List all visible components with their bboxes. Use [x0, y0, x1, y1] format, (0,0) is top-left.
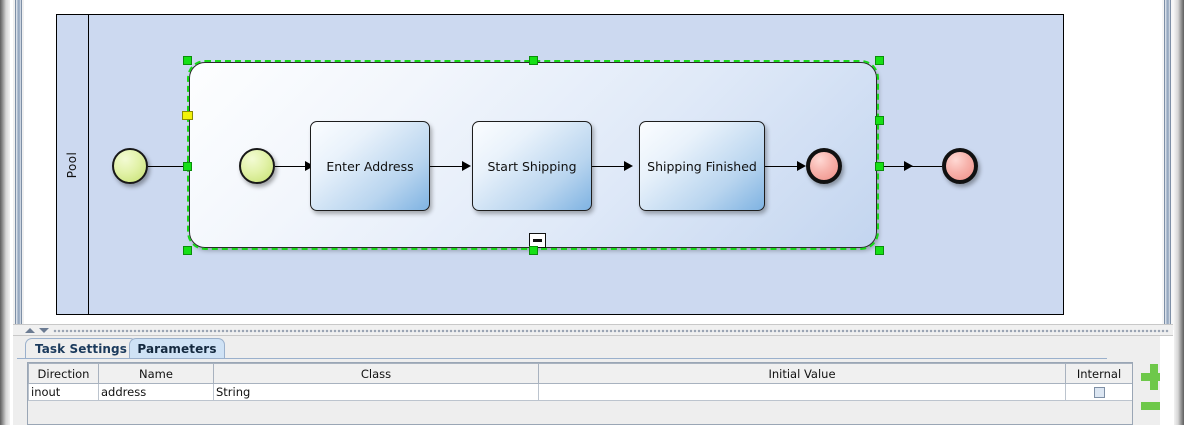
tab-task-settings[interactable]: Task Settings — [25, 338, 137, 359]
resize-handle-sw[interactable] — [183, 246, 192, 255]
column-header-initial-value[interactable]: Initial Value — [538, 363, 1066, 384]
cell-class[interactable]: String — [213, 383, 539, 401]
collapse-down-icon[interactable] — [39, 328, 49, 333]
sequence-flow-start-to-subprocess[interactable] — [148, 166, 196, 167]
tab-parameters[interactable]: Parameters — [129, 338, 225, 359]
splitter-grip[interactable] — [53, 329, 1169, 333]
sequence-flow-1[interactable] — [275, 166, 311, 167]
task-shipping-finished[interactable]: Shipping Finished — [639, 121, 765, 211]
task-label: Shipping Finished — [647, 158, 757, 174]
properties-panel: Task Settings Parameters Direction Name … — [13, 336, 1173, 425]
panel-right-gutter — [1160, 336, 1173, 425]
start-event-inner[interactable] — [239, 148, 275, 184]
window-left-bevel — [0, 0, 10, 425]
task-label: Start Shipping — [487, 158, 577, 174]
arrowhead-icon — [462, 161, 471, 171]
table-header-row: Direction Name Class Initial Value Inter… — [28, 363, 1132, 384]
collapse-subprocess-icon[interactable] — [529, 233, 546, 248]
column-header-internal[interactable]: Internal — [1065, 363, 1132, 384]
task-label: Enter Address — [326, 158, 414, 174]
resize-handle-nw[interactable] — [183, 56, 192, 65]
tab-label: Task Settings — [35, 342, 127, 356]
resize-handle-s[interactable] — [529, 246, 538, 255]
properties-tabstrip: Task Settings Parameters — [17, 338, 1107, 359]
end-event-inner[interactable] — [806, 148, 842, 184]
resize-handle-e[interactable] — [875, 162, 884, 171]
pool-header[interactable]: Pool — [57, 15, 89, 314]
column-header-name[interactable]: Name — [98, 363, 214, 384]
internal-checkbox[interactable] — [1093, 387, 1105, 398]
canvas-vertical-scrollbar[interactable] — [1162, 0, 1174, 330]
collapse-up-icon[interactable] — [25, 328, 35, 333]
cell-internal[interactable] — [1065, 383, 1132, 401]
resize-handle-e-upper[interactable] — [875, 116, 884, 125]
resize-handle-ne[interactable] — [875, 56, 884, 65]
pool-label: Pool — [65, 151, 80, 178]
arrowhead-icon — [305, 161, 314, 171]
diagram-canvas[interactable]: Pool Enter Address Start Shipping Shippi… — [24, 0, 1100, 322]
sequence-flow-2[interactable] — [430, 166, 468, 167]
task-start-shipping[interactable]: Start Shipping — [472, 121, 592, 211]
sequence-flow-4[interactable] — [765, 166, 803, 167]
add-parameter-button[interactable] — [1141, 364, 1167, 390]
column-header-class[interactable]: Class — [213, 363, 539, 384]
start-event-outer[interactable] — [112, 148, 148, 184]
table-empty-area[interactable] — [28, 401, 1132, 424]
window-right-bevel — [1174, 0, 1184, 425]
pane-splitter[interactable] — [13, 324, 1173, 336]
resize-handle-w[interactable] — [183, 162, 192, 171]
remove-parameter-button[interactable] — [1141, 402, 1167, 410]
parameters-table-container[interactable]: Direction Name Class Initial Value Inter… — [27, 362, 1133, 425]
cell-initial-value[interactable] — [538, 383, 1066, 401]
cell-direction[interactable]: inout — [28, 383, 99, 401]
arrowhead-icon — [904, 161, 913, 171]
tabstrip-underline — [17, 358, 1107, 359]
cell-name[interactable]: address — [98, 383, 214, 401]
sequence-flow-3[interactable] — [592, 166, 630, 167]
arrowhead-icon — [624, 161, 633, 171]
task-enter-address[interactable]: Enter Address — [310, 121, 430, 211]
table-row[interactable]: inout address String — [28, 383, 1132, 401]
left-vertical-scrollbar[interactable] — [13, 0, 24, 425]
resize-handle-se[interactable] — [875, 246, 884, 255]
label-anchor-handle[interactable] — [182, 111, 193, 120]
tab-label: Parameters — [137, 342, 217, 356]
end-event-outer[interactable] — [942, 148, 978, 184]
arrowhead-icon — [797, 161, 806, 171]
resize-handle-n[interactable] — [529, 56, 538, 65]
parameters-table: Direction Name Class Initial Value Inter… — [28, 363, 1132, 401]
window-left-gutter — [10, 0, 13, 425]
column-header-direction[interactable]: Direction — [28, 363, 99, 384]
